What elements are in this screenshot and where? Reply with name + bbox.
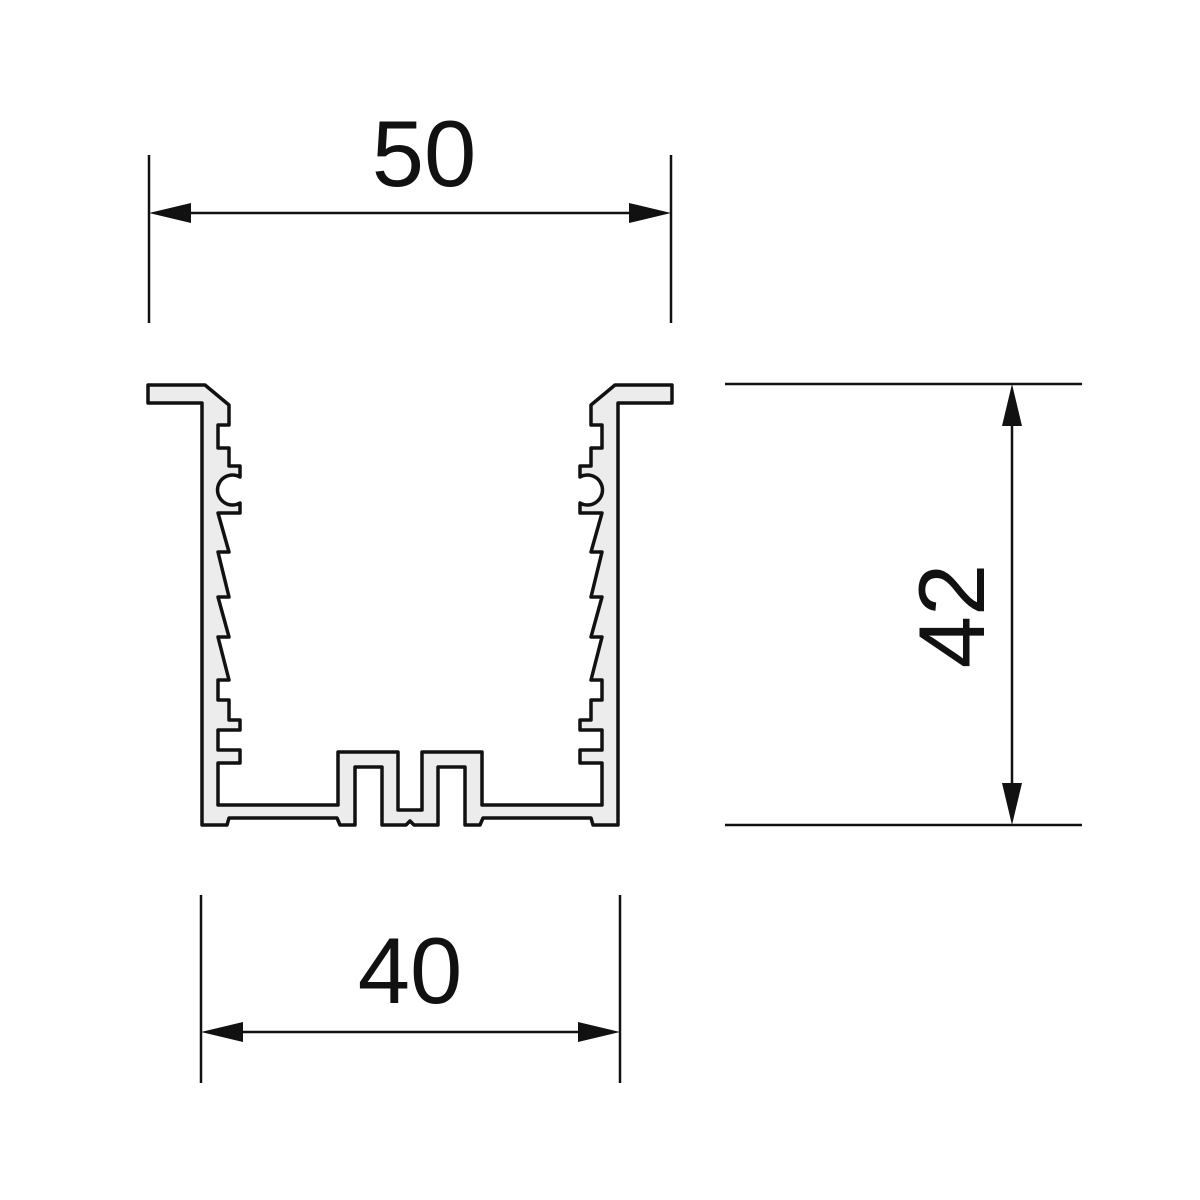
dimension-label-bottom-width: 40: [358, 918, 463, 1023]
dimension-top-width: [147, 155, 673, 323]
arrowhead-left: [149, 203, 191, 223]
arrowhead-top: [1002, 384, 1022, 426]
dimension-label-height: 42: [899, 564, 1004, 669]
arrowhead-left: [201, 1022, 243, 1042]
arrowhead-bottom: [1002, 783, 1022, 825]
aluminium-profile-cross-section: [146, 383, 674, 827]
dimension-label-top-width: 50: [372, 101, 477, 206]
dimension-height: [725, 382, 1082, 827]
dimension-bottom-width: [199, 895, 622, 1083]
arrowhead-right: [578, 1022, 620, 1042]
arrowhead-right: [629, 203, 671, 223]
